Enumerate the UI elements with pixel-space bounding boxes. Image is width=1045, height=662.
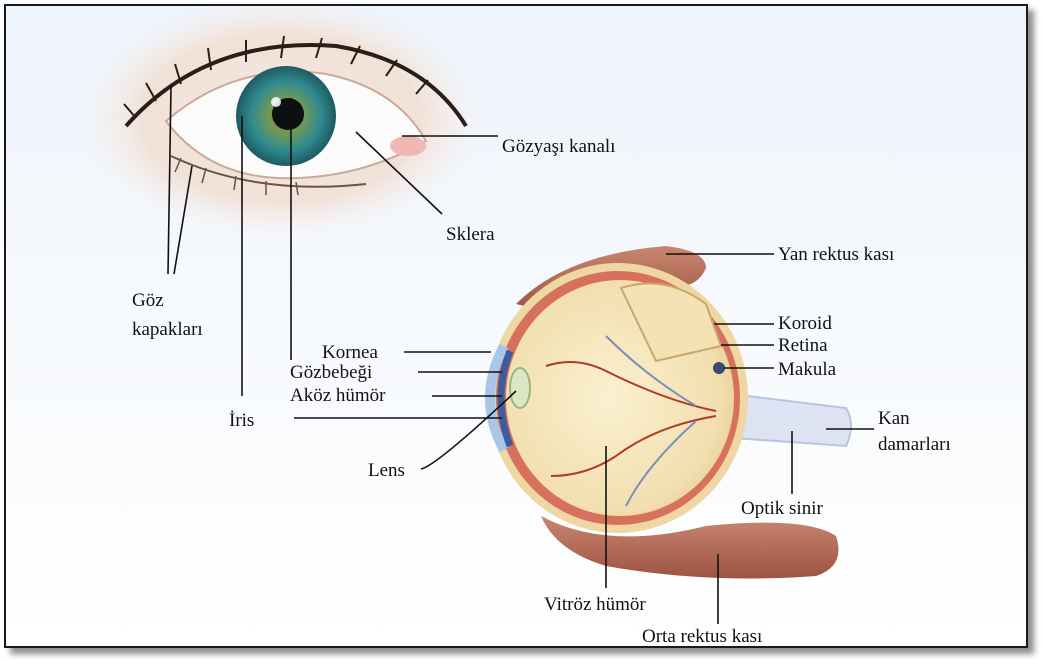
diagram-frame: Gözyaşı kanalı Sklera Göz kapakları Korn… [4, 4, 1028, 648]
eye-cross-section [488, 246, 851, 578]
eye-highlight [271, 97, 281, 107]
eye-anatomy-diagram: Gözyaşı kanalı Sklera Göz kapakları Korn… [6, 6, 1026, 646]
macula-spot [713, 362, 725, 374]
label-koroid: Koroid [778, 313, 832, 334]
label-orta-rektus: Orta rektus kası [642, 626, 762, 646]
label-goz-kapaklari-2: kapakları [132, 319, 203, 340]
label-retina: Retina [778, 335, 828, 356]
lens-shape [510, 368, 530, 408]
label-akoz-humor: Aköz hümör [290, 385, 386, 406]
label-kornea: Kornea [322, 342, 378, 363]
label-kan-damarlari-2: damarları [878, 434, 951, 455]
label-gozbebegi: Gözbebeği [290, 362, 372, 383]
external-eye-illustration [81, 6, 481, 238]
label-makula: Makula [778, 359, 837, 380]
label-goz-kapaklari-1: Göz [132, 290, 164, 311]
label-iris: İris [229, 410, 254, 431]
label-sklera: Sklera [446, 224, 495, 245]
label-kan-damarlari-1: Kan [878, 408, 910, 429]
tear-duct-photo [390, 136, 426, 156]
label-gozyasi-kanali: Gözyaşı kanalı [502, 136, 615, 157]
label-lens: Lens [368, 460, 405, 481]
label-optik-sinir: Optik sinir [741, 498, 823, 519]
label-vitroz-humor: Vitröz hümör [544, 594, 646, 615]
label-yan-rektus: Yan rektus kası [778, 244, 894, 265]
